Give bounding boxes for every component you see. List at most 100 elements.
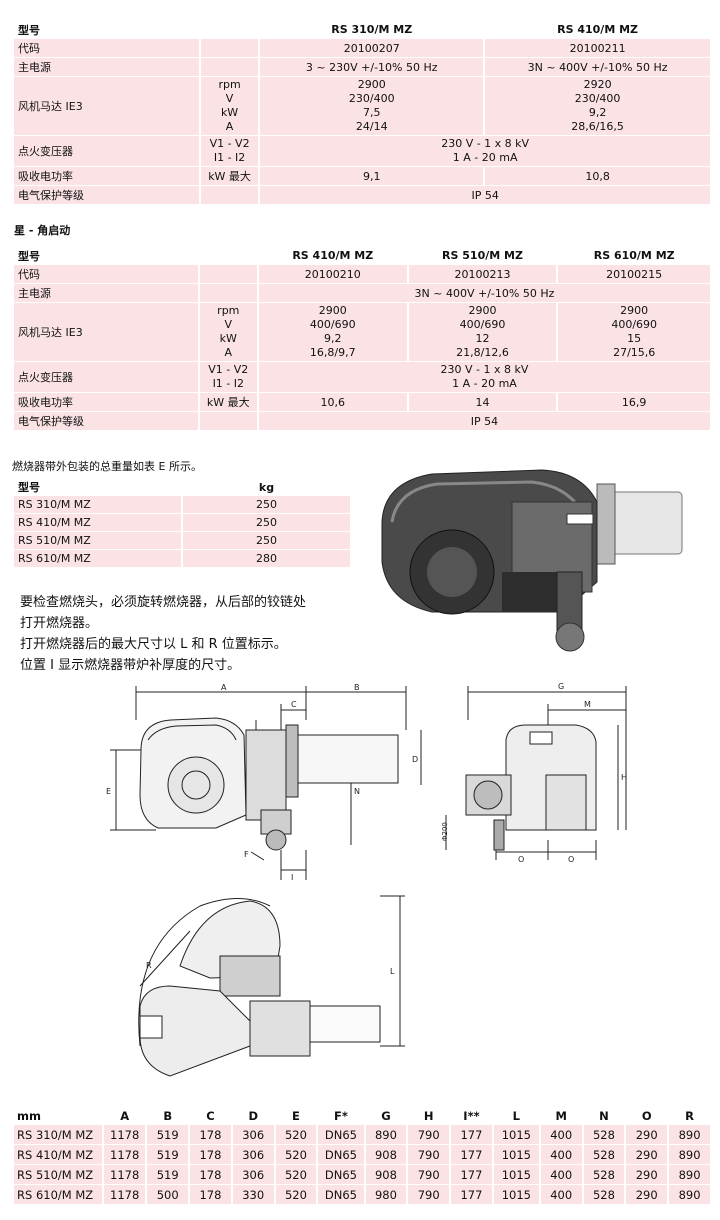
- power-value: 14: [408, 393, 557, 412]
- power-label: 吸收电功率: [14, 167, 199, 186]
- dim-label-i: I: [291, 873, 293, 882]
- mains-label: 主电源: [14, 284, 198, 303]
- protection-value: IP 54: [258, 412, 710, 431]
- protection-label: 电气保护等级: [14, 412, 198, 431]
- weight-value: 280: [183, 550, 350, 568]
- ignition-label: 点火变压器: [14, 362, 198, 393]
- model-header: 型号: [18, 249, 40, 263]
- dim-label-b: B: [354, 683, 360, 692]
- dim-header: H: [423, 1108, 434, 1123]
- power-value: 9,1: [260, 167, 484, 186]
- weight-note: 燃烧器带外包装的总重量如表 E 所示。: [12, 460, 202, 473]
- dim-label-l: L: [390, 967, 395, 976]
- instruction-paragraph: 要检查燃烧头，必须旋转燃烧器，从后部的铰链处 打开燃烧器。 打开燃烧器后的最大尺…: [20, 595, 307, 673]
- dim-header: M: [555, 1108, 567, 1123]
- weight-value: 250: [183, 514, 350, 532]
- weight-value: 250: [183, 532, 350, 550]
- dim-label-m: M: [584, 700, 591, 709]
- side-view-diagram: A B C D E N F I: [106, 683, 422, 882]
- dim-header: A: [120, 1108, 130, 1123]
- code-value: 20100215: [558, 265, 710, 284]
- dim-label-diameter: Φ200: [441, 822, 449, 841]
- dim-label-n: N: [354, 787, 360, 796]
- dim-label-d: D: [412, 755, 418, 764]
- dim-header: D: [248, 1108, 258, 1123]
- power-value: 10,8: [485, 167, 710, 186]
- section-title: 星 - 角启动: [14, 224, 71, 237]
- fan-motor-label: 风机马达 IE3: [14, 303, 198, 362]
- dim-label-a: A: [221, 683, 227, 692]
- power-value: 16,9: [558, 393, 710, 412]
- dim-label-o: O: [518, 855, 524, 864]
- dim-header: G: [381, 1108, 391, 1123]
- mains-value: 3N ~ 400V +/-10% 50 Hz: [485, 58, 710, 77]
- code-value: 20100213: [408, 265, 557, 284]
- model-rs510: RS 510/M MZ: [442, 249, 523, 262]
- power-unit: kW 最大: [200, 167, 259, 186]
- weight-model: RS 310/M MZ: [14, 496, 182, 514]
- spec-table-1: 型号 RS 310/M MZ RS 410/M MZ 代码 20100207 2…: [12, 20, 712, 205]
- burner-product-image: [381, 469, 683, 652]
- power-value: 10,6: [258, 393, 407, 412]
- weight-model: RS 410/M MZ: [14, 514, 182, 532]
- protection-label: 电气保护等级: [14, 186, 199, 205]
- dim-label-g: G: [558, 682, 564, 691]
- dim-header: mm: [17, 1108, 41, 1123]
- dim-label-h: H: [621, 773, 627, 782]
- model-rs310: RS 310/M MZ: [331, 23, 413, 36]
- mains-value: 3N ~ 400V +/-10% 50 Hz: [258, 284, 710, 303]
- dim-header: N: [599, 1108, 609, 1123]
- dimensions-table: mm A B C D E F* G H I** L M N O R RS 310…: [12, 1106, 712, 1205]
- code-value: 20100211: [485, 39, 710, 58]
- weight-model-header: 型号: [18, 481, 40, 494]
- dim-label-c: C: [291, 700, 297, 709]
- front-view-diagram: G M H O O Φ200: [441, 682, 627, 864]
- dim-header: O: [641, 1108, 652, 1123]
- dim-label-r: R: [146, 961, 152, 970]
- weight-value: 250: [183, 496, 350, 514]
- dim-header: F*: [334, 1108, 348, 1123]
- code-label: 代码: [14, 39, 199, 58]
- dim-label-f: F: [244, 850, 249, 859]
- model-header: 型号: [18, 23, 40, 37]
- open-position-diagram: R L: [138, 895, 405, 1077]
- power-unit: kW 最大: [199, 393, 257, 412]
- model-rs410: RS 410/M MZ: [292, 249, 374, 262]
- model-rs410: RS 410/M MZ: [557, 23, 639, 36]
- code-value: 20100210: [258, 265, 407, 284]
- fan-motor-label: 风机马达 IE3: [14, 77, 199, 136]
- dim-header: E: [292, 1108, 300, 1123]
- weight-model: RS 610/M MZ: [14, 550, 182, 568]
- dim-label-e: E: [106, 787, 111, 796]
- protection-value: IP 54: [260, 186, 710, 205]
- dimensions-header-row: mm A B C D E F* G H I** L M N O R: [14, 1106, 710, 1125]
- weight-model: RS 510/M MZ: [14, 532, 182, 550]
- spec-table-2: 型号 RS 410/M MZ RS 510/M MZ RS 610/M MZ 代…: [12, 246, 712, 431]
- model-rs610: RS 610/M MZ: [593, 249, 675, 262]
- dim-label-o: O: [568, 855, 574, 864]
- dim-header: L: [512, 1108, 520, 1123]
- code-label: 代码: [14, 265, 198, 284]
- mains-value: 3 ~ 230V +/-10% 50 Hz: [260, 58, 484, 77]
- dim-header: I**: [463, 1108, 480, 1123]
- code-value: 20100207: [260, 39, 484, 58]
- ignition-label: 点火变压器: [14, 136, 199, 167]
- dim-header: R: [685, 1108, 694, 1123]
- dim-header: C: [206, 1108, 215, 1123]
- dim-header: B: [163, 1108, 173, 1123]
